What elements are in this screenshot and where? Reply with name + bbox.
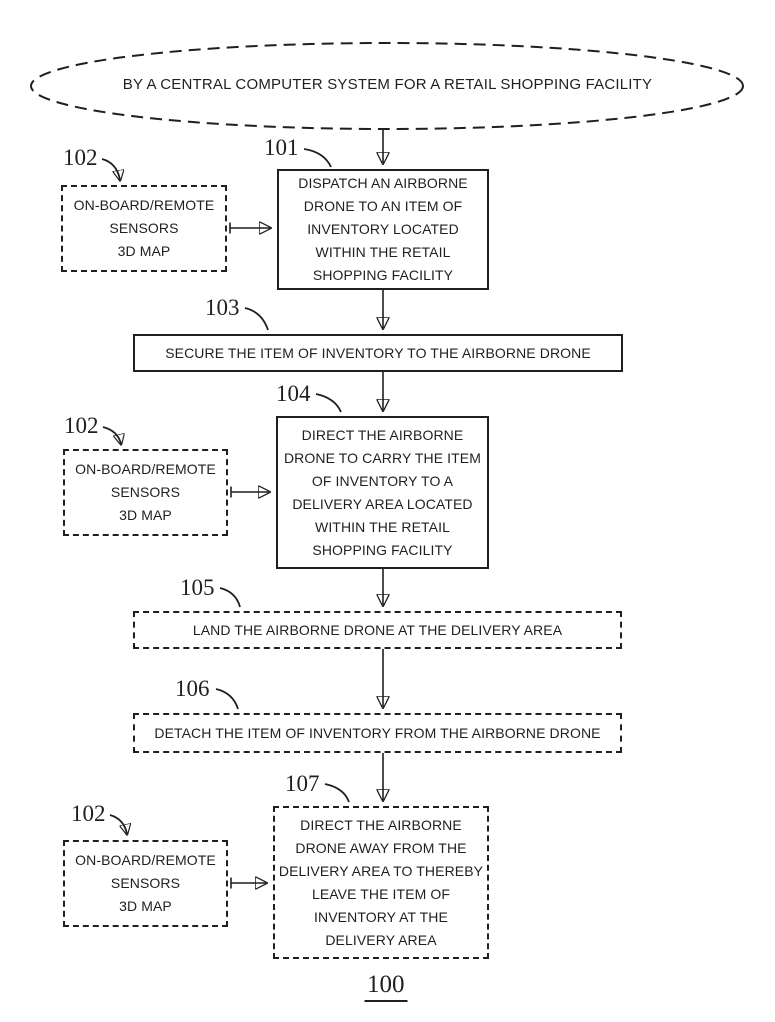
step-107-line: DIRECT THE AIRBORNE [300, 816, 462, 833]
leader-104 [315, 393, 342, 413]
sensor-box-102a: ON-BOARD/REMOTE SENSORS 3D MAP [61, 185, 227, 272]
sensor-box-102c: ON-BOARD/REMOTE SENSORS 3D MAP [63, 840, 228, 927]
sensor-box-102b: ON-BOARD/REMOTE SENSORS 3D MAP [63, 449, 228, 536]
step-104-line: DIRECT THE AIRBORNE [301, 426, 464, 443]
step-101-line: SHOPPING FACILITY [312, 267, 454, 283]
step-107-line: DELIVERY AREA TO THEREBY [278, 862, 484, 879]
leader-102b [102, 426, 121, 444]
leader-103 [244, 307, 269, 331]
step-101-line: DRONE TO AN ITEM OF [303, 198, 463, 214]
step-101-line: WITHIN THE RETAIL [315, 244, 451, 260]
step-box-107: DIRECT THE AIRBORNE DRONE AWAY FROM THE … [273, 806, 489, 959]
process-oval-text: BY A CENTRAL COMPUTER SYSTEM FOR A RETAI… [122, 76, 653, 93]
step-box-106: DETACH THE ITEM OF INVENTORY FROM THE AI… [133, 713, 622, 753]
process-oval-outline [30, 42, 744, 130]
step-101-line: INVENTORY LOCATED [307, 221, 459, 237]
figure-number-label: 100 [364, 972, 408, 1002]
ref-label-101: 101 [264, 135, 299, 160]
ref-label-105: 105 [180, 575, 215, 600]
ref-label-107: 107 [285, 771, 320, 796]
step-104-line: OF INVENTORY TO A [311, 472, 454, 489]
leader-102a [101, 158, 120, 180]
sensor-box-line: ON-BOARD/REMOTE [73, 197, 215, 213]
step-105-text: LAND THE AIRBORNE DRONE AT THE DELIVERY … [193, 619, 562, 642]
leader-101 [303, 148, 332, 168]
step-103-text: SECURE THE ITEM OF INVENTORY TO THE AIRB… [165, 342, 591, 365]
leader-105 [219, 587, 241, 608]
sensor-box-102a-text: ON-BOARD/REMOTE SENSORS 3D MAP [74, 194, 215, 263]
step-box-101: DISPATCH AN AIRBORNE DRONE TO AN ITEM OF… [277, 169, 489, 290]
step-101-line: DISPATCH AN AIRBORNE [298, 175, 468, 191]
step-104-line: DRONE TO CARRY THE ITEM [283, 449, 482, 466]
sensor-box-line: SENSORS [109, 220, 179, 236]
ref-label-106: 106 [175, 676, 210, 701]
step-105-line: LAND THE AIRBORNE DRONE AT THE DELIVERY … [192, 621, 563, 638]
sensor-box-line: ON-BOARD/REMOTE [75, 461, 216, 477]
sensor-box-line: 3D MAP [119, 898, 172, 914]
step-103-line: SECURE THE ITEM OF INVENTORY TO THE AIRB… [165, 344, 591, 361]
leader-107 [324, 783, 350, 803]
ref-label-104: 104 [276, 381, 311, 406]
sensor-box-line: 3D MAP [117, 243, 171, 259]
step-104-line: WITHIN THE RETAIL [315, 518, 450, 535]
ref-label-103: 103 [205, 295, 240, 320]
sensor-box-line: ON-BOARD/REMOTE [75, 852, 216, 868]
step-107-line: DELIVERY AREA [325, 931, 437, 948]
ref-label-102c: 102 [71, 801, 106, 826]
sensor-box-102c-text: ON-BOARD/REMOTE SENSORS 3D MAP [75, 849, 216, 918]
step-104-line: SHOPPING FACILITY [312, 541, 453, 558]
ref-label-102a: 102 [63, 145, 98, 170]
sensor-box-line: SENSORS [110, 484, 181, 500]
step-107-line: INVENTORY AT THE [314, 908, 448, 925]
ref-label-102b: 102 [64, 413, 99, 438]
step-104-line: DELIVERY AREA LOCATED [292, 495, 473, 512]
sensor-box-line: 3D MAP [119, 507, 172, 523]
step-box-103: SECURE THE ITEM OF INVENTORY TO THE AIRB… [133, 334, 623, 372]
step-106-line: DETACH THE ITEM OF INVENTORY FROM THE AI… [154, 724, 601, 741]
sensor-box-line: SENSORS [110, 875, 181, 891]
step-box-105: LAND THE AIRBORNE DRONE AT THE DELIVERY … [133, 611, 622, 649]
step-box-104: DIRECT THE AIRBORNE DRONE TO CARRY THE I… [276, 416, 489, 569]
step-107-text: DIRECT THE AIRBORNE DRONE AWAY FROM THE … [279, 814, 483, 952]
step-101-text: DISPATCH AN AIRBORNE DRONE TO AN ITEM OF… [298, 172, 468, 287]
leader-106 [215, 688, 239, 710]
sensor-box-102b-text: ON-BOARD/REMOTE SENSORS 3D MAP [75, 458, 216, 527]
step-106-text: DETACH THE ITEM OF INVENTORY FROM THE AI… [154, 722, 600, 745]
step-104-text: DIRECT THE AIRBORNE DRONE TO CARRY THE I… [284, 424, 481, 562]
step-107-line: DRONE AWAY FROM THE [295, 839, 467, 856]
leader-102c [109, 814, 127, 834]
step-107-line: LEAVE THE ITEM OF [311, 885, 451, 902]
